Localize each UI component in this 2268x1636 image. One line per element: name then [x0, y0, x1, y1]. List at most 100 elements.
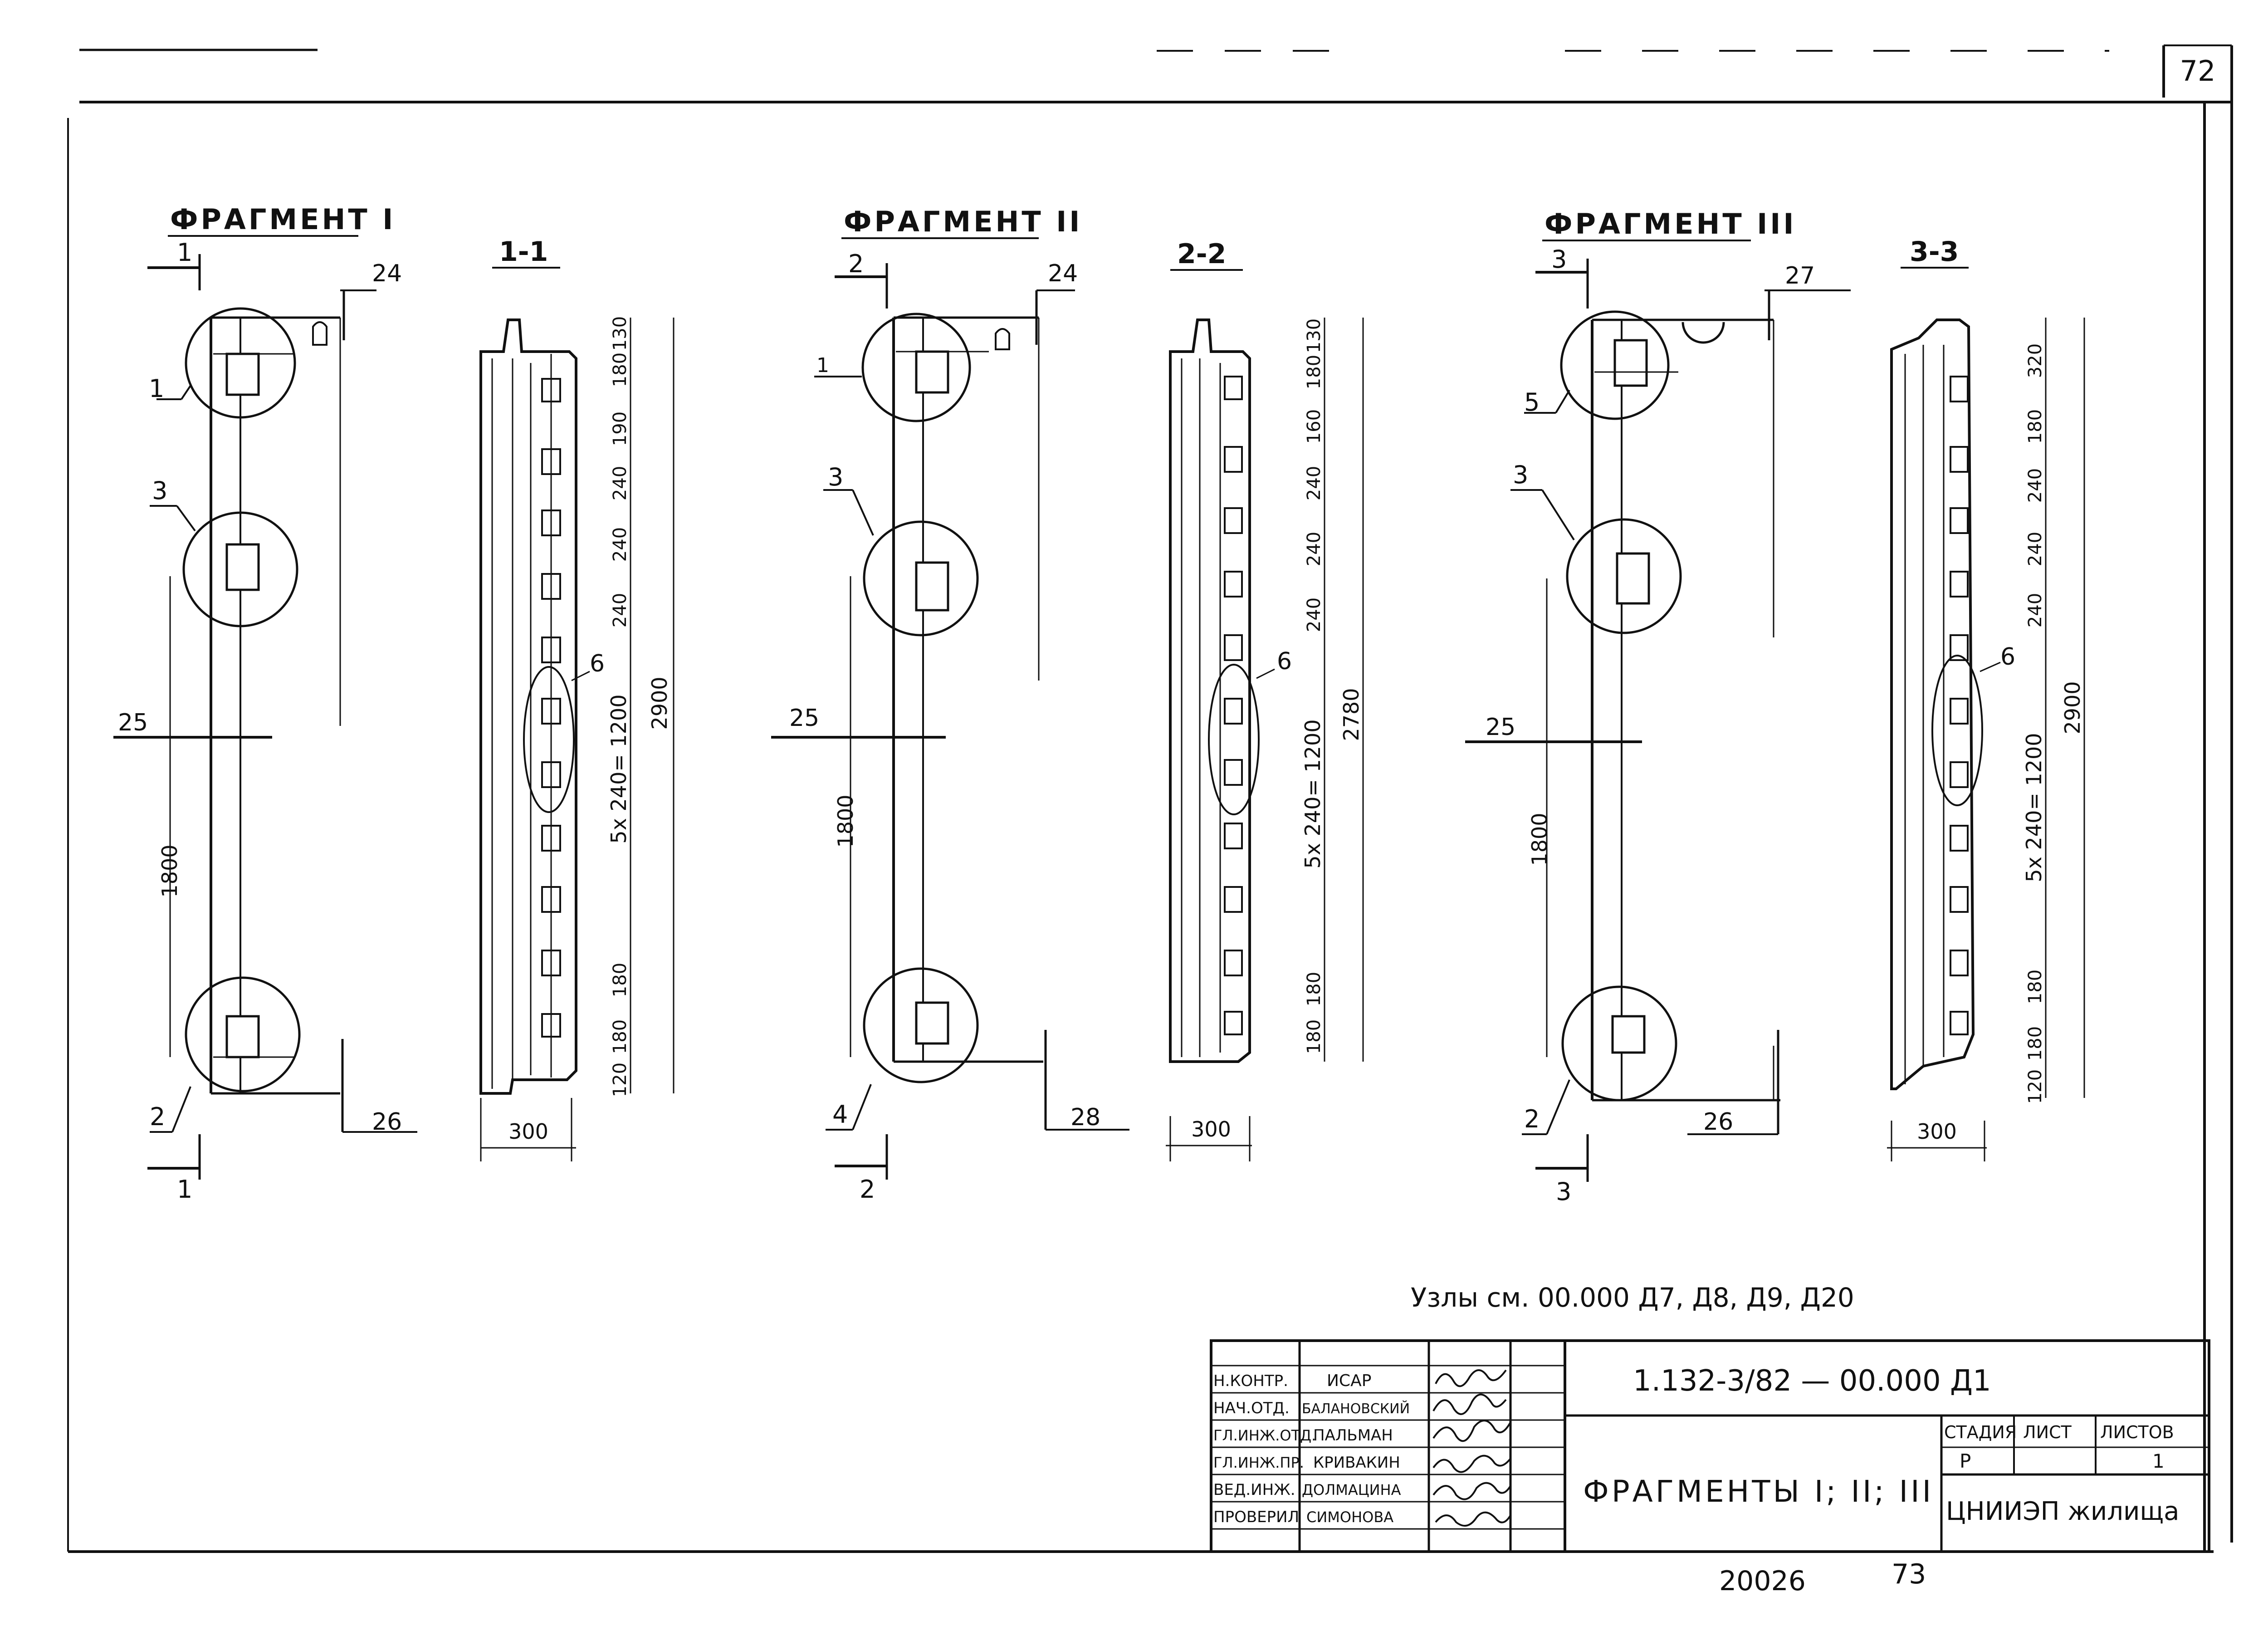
callout-label-mid: 3	[152, 476, 167, 505]
section-label: 3-3	[1910, 236, 1959, 268]
signatures	[1432, 1369, 1511, 1527]
dim-chain-top-4: 240	[1304, 466, 1325, 500]
panel-elevation	[1591, 318, 1780, 1102]
fragment-3: ФРАГМЕНТ III 3 3 5 3 2 27	[1465, 207, 2085, 1206]
name-3: ПАЛЬМАН	[1313, 1426, 1393, 1445]
nodes-reference-note: Узлы см. 00.000 Д7, Д8, Д9, Д20	[1411, 1282, 1854, 1313]
section-profile	[479, 318, 577, 1095]
callout-label-slots: 6	[2000, 643, 2015, 671]
dim-chain-top-3: 160	[1304, 409, 1325, 444]
dim-top-right: 24	[372, 260, 402, 287]
dim-left-height: 1800	[1527, 813, 1552, 866]
dim-chain-top-2: 180	[1304, 355, 1325, 389]
fragment-title: ФРАГМЕНТ I	[170, 203, 396, 236]
dim-total: 2780	[1339, 688, 1364, 741]
dim-chain-top-5: 240	[1304, 532, 1325, 566]
callout-label-slots: 6	[1277, 648, 1292, 675]
callout-circle-mid	[863, 520, 979, 637]
dim-chain-bottom-1: 180	[2025, 970, 2046, 1004]
callout-circle-bottom	[185, 976, 301, 1092]
section-label: 1-1	[499, 236, 548, 268]
stage-value: Р	[1960, 1450, 1971, 1472]
dim-chain-top-6: 240	[1304, 598, 1325, 632]
dim-slot-pattern: 5x 240= 1200	[606, 694, 631, 843]
callout-ellipse-slots	[1208, 664, 1260, 815]
name-6: СИМОНОВА	[1306, 1509, 1393, 1526]
role-label-1: Н.КОНТР.	[1213, 1372, 1288, 1390]
archive-number: 20026	[1719, 1565, 1806, 1597]
callout-circle-top	[1560, 310, 1670, 420]
section-profile	[1890, 318, 1975, 1090]
section-label: 2-2	[1177, 238, 1226, 270]
name-4: КРИВАКИН	[1313, 1454, 1400, 1472]
organization-name: ЦНИИЭП жилища	[1946, 1497, 2179, 1526]
page-number-top: 72	[2180, 54, 2216, 88]
role-label-4: ГЛ.ИНЖ.ПР.	[1213, 1454, 1304, 1471]
dim-chain-top-2: 180	[610, 353, 631, 387]
title-block: Н.КОНТР. НАЧ.ОТД. ГЛ.ИНЖ.ОТД. ГЛ.ИНЖ.ПР.…	[1210, 1339, 2210, 1553]
dim-chain-bottom-2: 180	[1304, 1019, 1325, 1054]
callout-ellipse-slots	[523, 666, 575, 813]
dim-top-right: 27	[1785, 262, 1815, 289]
role-label-3: ГЛ.ИНЖ.ОТД.	[1213, 1427, 1316, 1444]
fragment-2: ФРАГМЕНТ II 2 2 1 3 4 24	[771, 205, 1364, 1204]
cut-mark-bottom-label: 3	[1556, 1177, 1571, 1206]
callout-label-bottom: 4	[832, 1100, 848, 1129]
sheets-header: ЛИСТОВ	[2100, 1422, 2174, 1442]
dim-chain-top-4: 240	[610, 466, 631, 500]
dim-chain-top-3: 190	[610, 411, 631, 446]
dim-chain-top-5: 240	[610, 527, 631, 562]
cut-mark-top-label: 2	[848, 250, 864, 278]
dim-chain-bottom-2: 180	[2025, 1026, 2046, 1061]
dim-chain-top-2: 180	[2025, 409, 2046, 444]
dim-chain-top-6: 240	[610, 593, 631, 627]
callout-ellipse-slots	[1931, 655, 1983, 806]
cut-mark-top-label: 3	[1551, 245, 1567, 274]
dim-left-height: 1800	[157, 844, 182, 897]
dim-left-height: 1800	[833, 794, 858, 847]
callout-circle-top	[185, 307, 296, 419]
dim-chain-top-4: 240	[2025, 532, 2046, 566]
callout-label-mid: 3	[1513, 460, 1528, 489]
sheet-title: ФРАГМЕНТЫ I; II; III	[1583, 1474, 1934, 1509]
dim-slot-pattern: 5x 240= 1200	[2022, 733, 2046, 882]
role-label-6: ПРОВЕРИЛ	[1213, 1508, 1299, 1526]
dim-chain-bottom-1: 180	[610, 963, 631, 997]
callout-label-bottom: 2	[150, 1102, 165, 1131]
name-2: БАЛАНОВСКИЙ	[1302, 1401, 1410, 1417]
cut-mark-bottom-label: 1	[177, 1175, 192, 1204]
dim-chain-top-5: 240	[2025, 593, 2046, 627]
dim-bottom-right: 26	[372, 1108, 402, 1136]
callout-label-slots: 6	[590, 650, 605, 677]
callout-label-top: 1	[816, 354, 829, 377]
document-code: 1.132-3/82 — 00.000 Д1	[1633, 1364, 1991, 1398]
role-label-2: НАЧ.ОТД.	[1213, 1399, 1290, 1417]
section-profile	[1169, 318, 1251, 1063]
name-5: ДОЛМАЦИНА	[1302, 1481, 1401, 1499]
dim-chain-top-1: 320	[2025, 343, 2046, 378]
dim-left-mid: 25	[789, 705, 819, 732]
role-label-5: ВЕД.ИНЖ.	[1213, 1481, 1295, 1499]
callout-label-mid: 3	[828, 463, 843, 491]
dim-total: 2900	[647, 676, 672, 730]
dim-chain-bottom-2: 180	[610, 1019, 631, 1054]
callout-label-top: 1	[149, 374, 164, 403]
dim-chain-top-1: 130	[610, 316, 631, 351]
sheet-frame	[67, 44, 2233, 1553]
dim-bottom-right: 28	[1070, 1104, 1100, 1131]
callout-label-top: 5	[1524, 388, 1540, 416]
dim-chain-bottom-1: 180	[1304, 972, 1325, 1006]
dim-left-mid: 25	[118, 709, 148, 736]
stage-header: СТАДИЯ	[1944, 1422, 2017, 1442]
dim-top-right: 24	[1048, 260, 1078, 287]
dim-chain-top-1: 130	[1304, 318, 1325, 353]
dim-chain-bottom-3: 120	[610, 1063, 631, 1097]
dim-bottom-right: 26	[1703, 1108, 1733, 1136]
panel-elevation	[210, 316, 341, 1095]
fragment-1: ФРАГМЕНТ I 1 1 1 3 2	[113, 203, 675, 1204]
bottom-page-number: 73	[1892, 1558, 1926, 1590]
cut-mark-bottom-label: 2	[860, 1175, 875, 1204]
sheet-header: ЛИСТ	[2023, 1422, 2072, 1442]
callout-circle-top	[861, 313, 971, 422]
